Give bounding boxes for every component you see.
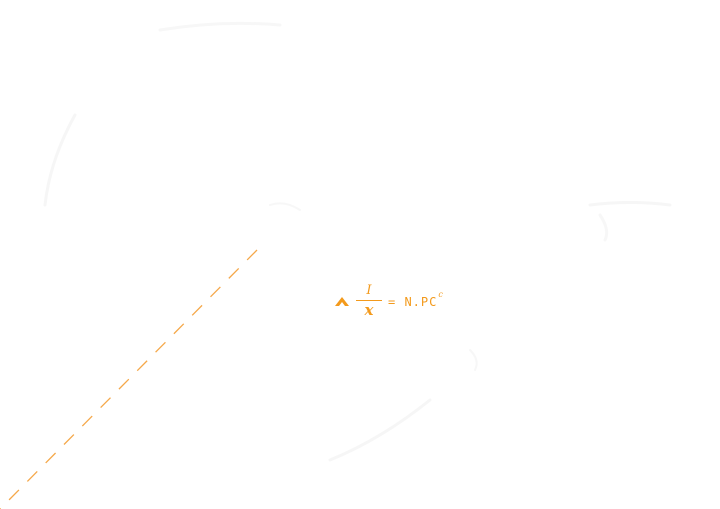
logo-formula: I x = N.PC c [334,283,443,319]
equation-text: = N.PC [388,295,438,309]
fraction-numerator: I [366,282,372,298]
fraction-denominator: x [364,301,374,320]
fraction: I x [356,284,382,318]
triangle-icon [335,297,349,306]
fraction-bar [356,299,382,302]
equation-superscript: c [438,289,443,299]
